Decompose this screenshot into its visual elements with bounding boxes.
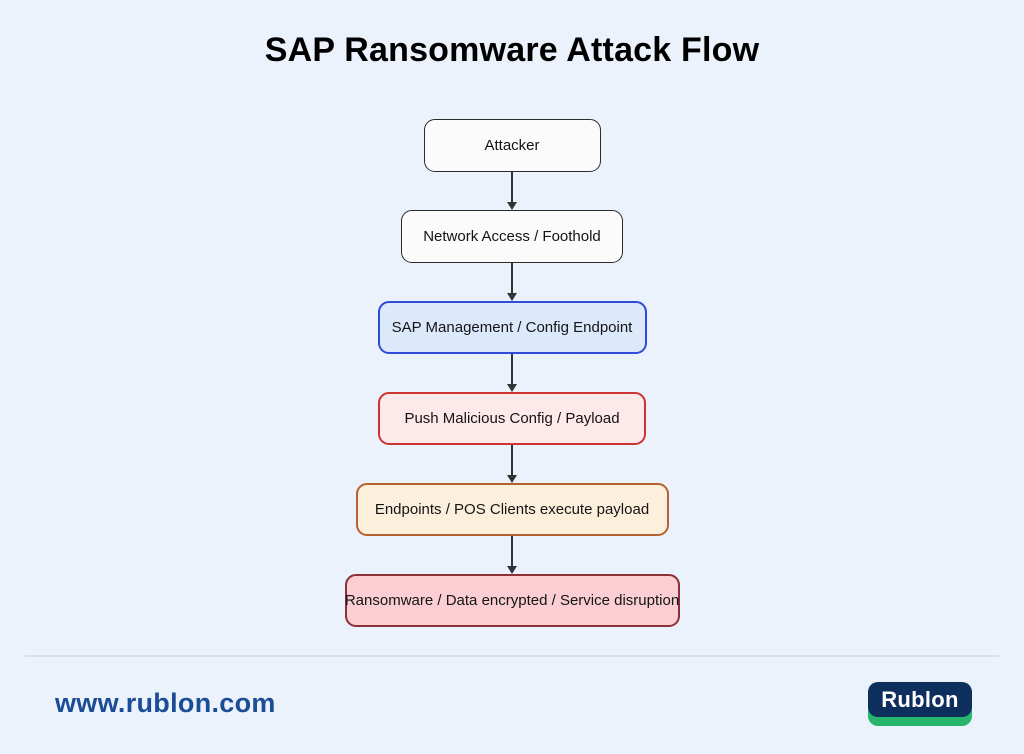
attack-flowchart: Attacker Network Access / Foothold SAP M… xyxy=(0,119,1024,627)
arrow-down-icon xyxy=(507,263,517,301)
flow-node: Push Malicious Config / Payload xyxy=(378,392,646,445)
rublon-logo: Rublon xyxy=(868,682,972,726)
flow-node-label: Ransomware / Data encrypted / Service di… xyxy=(344,592,680,609)
flow-node: Network Access / Foothold xyxy=(401,210,623,263)
rublon-logo-text: Rublon xyxy=(868,682,972,717)
arrow-down-icon xyxy=(507,354,517,392)
flow-node: SAP Management / Config Endpoint xyxy=(377,301,647,354)
arrow-down-icon xyxy=(507,445,517,483)
flow-node: Attacker xyxy=(423,119,601,172)
flow-node-label: Attacker xyxy=(484,137,540,154)
arrow-down-icon xyxy=(507,172,517,210)
logo-accent-bar xyxy=(868,717,972,726)
footer-divider xyxy=(25,655,999,657)
flow-node-label: Endpoints / POS Clients execute payload xyxy=(374,501,650,518)
page-title: SAP Ransomware Attack Flow xyxy=(264,31,760,69)
arrow-down-icon xyxy=(507,536,517,574)
flow-node-label: SAP Management / Config Endpoint xyxy=(391,319,633,336)
website-link: www.rublon.com xyxy=(55,688,276,718)
flow-node: Endpoints / POS Clients execute payload xyxy=(355,483,669,536)
flow-node-label: Network Access / Foothold xyxy=(423,228,601,245)
flow-node-label: Push Malicious Config / Payload xyxy=(404,410,620,427)
flow-node: Ransomware / Data encrypted / Service di… xyxy=(344,574,680,627)
